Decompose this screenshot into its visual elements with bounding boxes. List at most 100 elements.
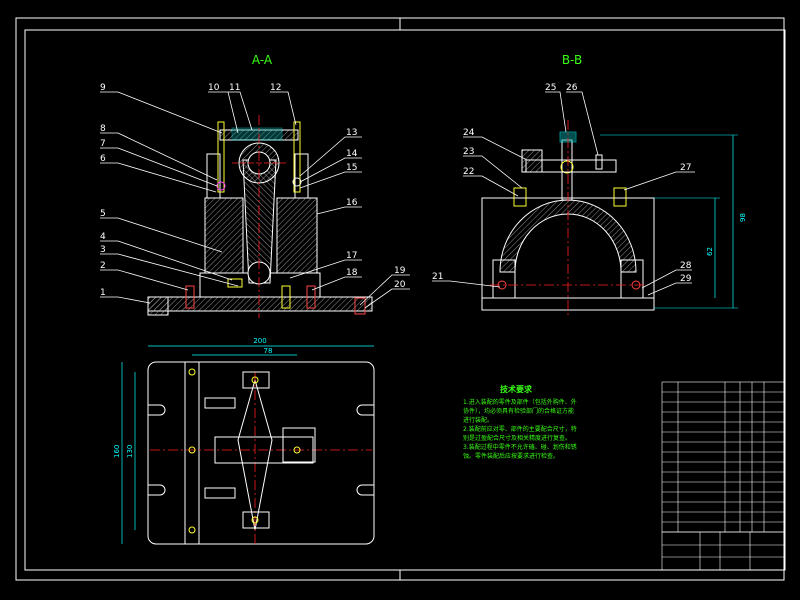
bb-balloon-labels: 24 23 22 25 26 27 21 28 29	[432, 83, 692, 284]
balloon-7: 7	[100, 139, 106, 149]
aa-right-nut	[292, 177, 302, 187]
plan-clamp-bottom	[242, 511, 270, 529]
aa-right-post	[294, 153, 309, 199]
section-aa-title: A-A	[252, 53, 273, 67]
balloon-26: 26	[566, 83, 578, 93]
bb-left-foot	[492, 259, 516, 299]
tech-note-line: 别是过盈配合尺寸及相关精度进行复查。	[463, 435, 572, 442]
aa-left-post	[206, 153, 221, 199]
aa-locating-pin	[227, 278, 243, 288]
aa-base-foot	[147, 296, 169, 316]
balloon-24: 24	[463, 128, 475, 138]
plan-slot-tl	[148, 404, 166, 416]
balloon-12: 12	[270, 83, 281, 93]
aa-clamp-pad	[231, 127, 283, 141]
plan-clamp-mid	[214, 436, 314, 464]
tech-note-line: 协件），均必须具有检验部门的合格证方能	[463, 408, 575, 415]
aa-bolt-far	[354, 297, 366, 315]
plan-slot-tr	[356, 404, 374, 416]
plan-slot-br	[356, 484, 374, 496]
tech-note-line: 3.装配过程中零件不允许磕、碰、划伤和锈	[463, 444, 577, 451]
section-bb-view	[481, 120, 738, 318]
tech-note-line: 进行装配。	[463, 417, 494, 424]
bb-pin-26	[595, 154, 603, 170]
balloon-23: 23	[463, 147, 474, 157]
plan-dim-width-label: 200	[253, 337, 266, 345]
plan-bolt-2	[188, 446, 196, 454]
bb-dim-inner-label: 62	[706, 247, 714, 256]
aa-bolt-left	[185, 285, 195, 309]
balloon-17: 17	[346, 251, 357, 261]
bb-dim-outer-label: 98	[739, 213, 747, 222]
aa-left-block	[204, 197, 244, 274]
title-block	[661, 381, 785, 571]
balloon-29: 29	[680, 274, 692, 284]
bb-stud	[561, 139, 573, 201]
aa-base-plate	[147, 296, 373, 312]
balloon-8: 8	[100, 124, 106, 134]
plan-bolt-5	[251, 516, 259, 524]
plan-bolt-4	[251, 376, 259, 384]
plan-left-rail	[184, 361, 200, 545]
plan-bolt-3	[188, 526, 196, 534]
aa-balloon-labels: 9 10 11 12 8 7 6 5 4 3 2 1 13 14 15 16 1…	[100, 83, 406, 298]
balloon-25: 25	[545, 83, 556, 93]
balloon-10: 10	[208, 83, 220, 93]
bom-frame	[661, 381, 785, 533]
plan-clamp-top	[242, 371, 270, 389]
bb-crossbar	[525, 159, 617, 173]
plan-clamp-right	[282, 427, 316, 463]
outer-border	[15, 17, 785, 581]
tech-notes-title: 技术要求	[500, 385, 532, 394]
plan-dim-height-inner-label: 130	[126, 445, 134, 458]
balloon-19: 19	[394, 266, 406, 276]
title-frame	[661, 531, 785, 571]
plan-dim-height-label: 160	[113, 445, 121, 458]
plan-bolt-6	[293, 446, 301, 454]
balloon-1: 1	[100, 288, 106, 298]
plan-view	[121, 345, 375, 545]
tech-note-line: 蚀。零件装配后应按要求进行检查。	[463, 453, 560, 460]
plan-bolt-1	[188, 368, 196, 376]
tech-notes: 1.进入装配的零件及部件（包括外购件、外 协件），均必须具有检验部门的合格证方能…	[463, 398, 613, 461]
bb-arch	[499, 199, 637, 273]
balloon-20: 20	[394, 280, 406, 290]
bb-clamp-block	[521, 149, 543, 173]
balloon-9: 9	[100, 83, 106, 93]
balloon-13: 13	[346, 128, 357, 138]
balloon-5: 5	[100, 209, 106, 219]
balloon-21: 21	[432, 272, 443, 282]
aa-bolt-right	[306, 285, 316, 309]
aa-left-stud	[217, 121, 225, 193]
balloon-14: 14	[346, 149, 358, 159]
plan-dim-inner-label: 78	[264, 347, 273, 355]
balloon-6: 6	[100, 154, 106, 164]
balloon-2: 2	[100, 261, 106, 271]
bb-side-lug-right	[613, 187, 627, 207]
aa-leaders	[100, 91, 410, 309]
inner-border	[24, 29, 786, 571]
aa-right-block	[276, 197, 318, 274]
balloon-11: 11	[229, 83, 240, 93]
bb-side-lug-left	[513, 187, 527, 207]
balloon-22: 22	[463, 167, 474, 177]
plan-base	[147, 361, 375, 545]
bb-stud-nut	[560, 160, 574, 174]
plan-strap-lower	[204, 487, 236, 499]
balloon-27: 27	[680, 163, 691, 173]
balloon-18: 18	[346, 268, 358, 278]
bb-right-foot	[620, 259, 644, 299]
balloon-15: 15	[346, 163, 357, 173]
aa-bolt-mid	[281, 285, 291, 309]
balloon-16: 16	[346, 198, 358, 208]
bb-leaders	[432, 91, 695, 296]
aa-right-stud	[293, 121, 301, 193]
plan-slot-bl	[148, 484, 166, 496]
balloon-3: 3	[100, 245, 106, 255]
plan-strap-upper	[204, 397, 236, 409]
section-bb-title: B-B	[562, 53, 582, 67]
tech-note-line: 2.装配前应对零、部件的主要配合尺寸，特	[463, 426, 577, 433]
tech-note-line: 1.进入装配的零件及部件（包括外购件、外	[463, 399, 577, 406]
section-aa-view	[147, 115, 373, 318]
